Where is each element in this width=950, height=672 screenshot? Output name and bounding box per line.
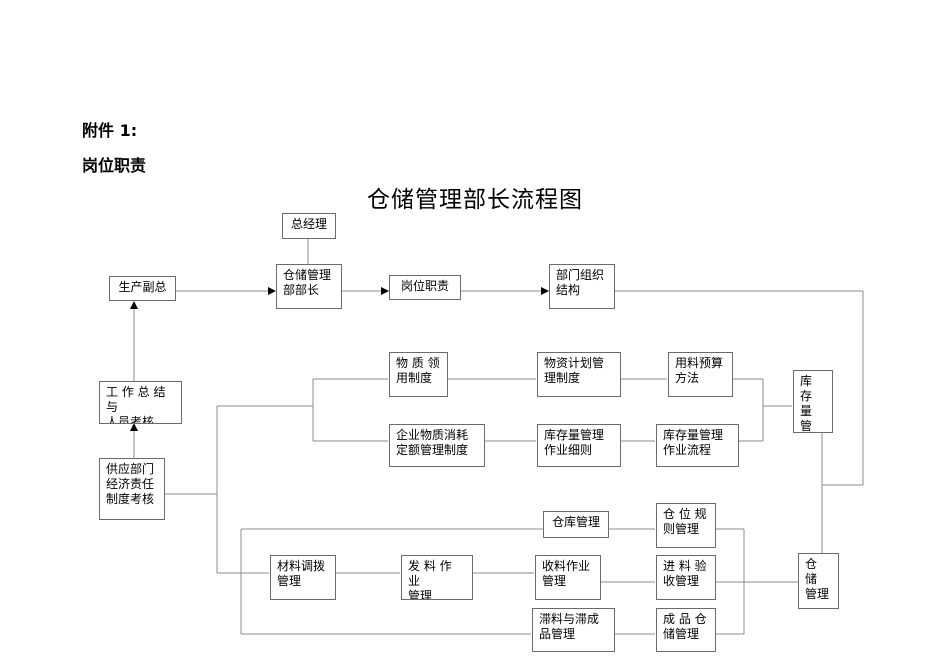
box-vp-production: 生产副总: [109, 276, 176, 301]
box-general-manager: 总经理: [282, 213, 336, 239]
attachment-label: 附件 1:: [82, 121, 138, 140]
box-dept-structure: 部门组织 结构: [549, 264, 615, 309]
box-inventory-rules: 库存量管理 作业细则: [537, 424, 621, 467]
box-slow-moving: 滞料与滞成 品管理: [532, 608, 615, 652]
box-inventory-mgmt: 库 存 量 管 理: [793, 370, 833, 433]
box-issuing: 发 料 作 业 管理: [401, 555, 473, 600]
box-location-rules: 仓 位 规 则管理: [656, 503, 716, 548]
box-material-plan: 物资计划管 理制度: [537, 352, 621, 397]
box-supply-dept: 供应部门 经济责任 制度考核: [99, 458, 165, 520]
box-inventory-process: 库存量管理 作业流程: [656, 424, 739, 467]
box-material-transfer: 材料调拨 管理: [270, 555, 336, 600]
box-receiving: 收料作业 管理: [535, 555, 601, 600]
section-heading: 岗位职责: [82, 156, 147, 175]
box-consumption-quota: 企业物质消耗 定额管理制度: [389, 424, 485, 467]
box-material-budget: 用料预算 方法: [668, 352, 733, 397]
box-storage-mgmt: 仓 储 管理: [798, 553, 839, 609]
box-work-summary: 工 作 总 结 与 人员考核: [99, 381, 182, 424]
diagram-title: 仓储管理部长流程图: [367, 187, 583, 213]
box-warehouse-mgmt: 仓库管理: [543, 511, 609, 538]
box-warehouse-head: 仓储管理 部部长: [276, 264, 342, 309]
box-incoming-inspection: 进 料 验 收管理: [656, 555, 716, 600]
box-finished-goods: 成 品 仓 储管理: [656, 608, 716, 652]
box-job-duties: 岗位职责: [389, 275, 461, 300]
box-material-requisition: 物 质 领 用制度: [389, 352, 448, 397]
